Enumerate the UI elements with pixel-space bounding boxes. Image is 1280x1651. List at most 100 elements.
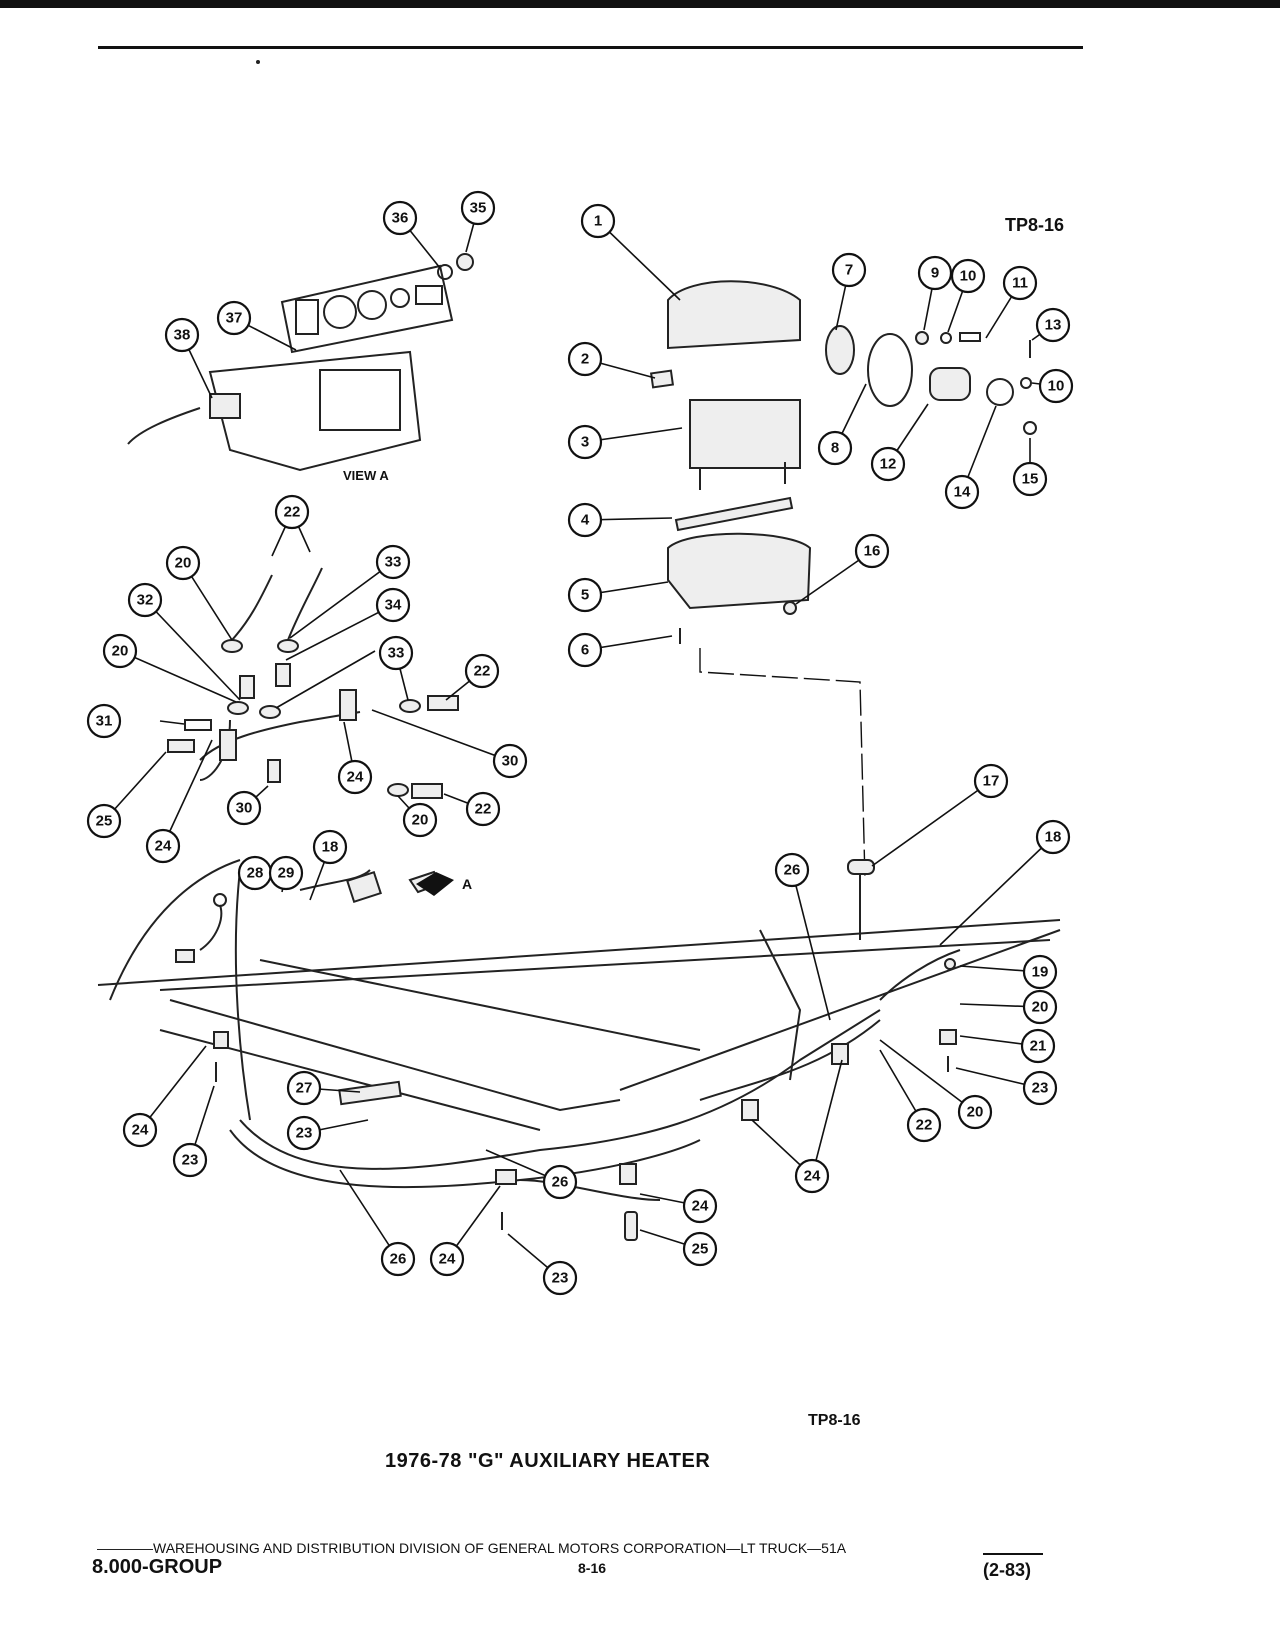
callout-number: 36 (392, 210, 409, 227)
callout-number: 22 (916, 1117, 933, 1134)
callout-number: 24 (692, 1198, 709, 1215)
callout-number: 12 (880, 456, 897, 473)
callout-35: 35 (460, 190, 496, 226)
callout-number: 24 (804, 1168, 821, 1185)
callout-34: 34 (375, 587, 411, 623)
callout-31: 31 (86, 703, 122, 739)
callout-number: 13 (1045, 317, 1062, 334)
callout-number: 18 (322, 839, 339, 856)
footer-dash (983, 1553, 1043, 1555)
callout-21: 21 (1020, 1028, 1056, 1064)
callout-30: 30 (226, 790, 262, 826)
callout-number: 1 (594, 213, 602, 230)
callout-number: 20 (967, 1104, 984, 1121)
callout-number: 37 (226, 310, 243, 327)
callout-27: 27 (286, 1070, 322, 1106)
view-a-arrow-label: A (462, 876, 473, 892)
callout-number: 31 (96, 713, 113, 730)
figure-title: 1976-78 "G" AUXILIARY HEATER (385, 1450, 711, 1472)
callout-29: 29 (268, 855, 304, 891)
callout-number: 26 (390, 1251, 407, 1268)
vehicle-frame-group (97, 859, 1061, 1241)
callout-number: 18 (1045, 829, 1062, 846)
callout-9: 9 (917, 255, 953, 291)
callout-5: 5 (567, 577, 603, 613)
callout-3: 3 (567, 424, 603, 460)
header-rule (98, 46, 1083, 49)
callout-number: 24 (347, 769, 364, 786)
callout-number: 22 (475, 801, 492, 818)
callout-number: 10 (1048, 378, 1065, 395)
group-number: 8.000-GROUP (92, 1556, 223, 1578)
page-number: 8-16 (578, 1560, 607, 1576)
heater-blower-group (649, 280, 1037, 644)
callout-26: 26 (542, 1164, 578, 1200)
callout-18: 18 (312, 829, 348, 865)
callout-22: 22 (464, 653, 500, 689)
callout-number: 3 (581, 434, 589, 451)
callout-38: 38 (164, 317, 200, 353)
callout-7: 7 (831, 252, 867, 288)
callout-number: 20 (175, 555, 192, 572)
callout-1: 1 (580, 203, 616, 239)
callout-number: 5 (581, 587, 589, 604)
callout-11: 11 (1002, 265, 1038, 301)
callout-number: 22 (284, 504, 301, 521)
callout-number: 25 (96, 813, 113, 830)
callout-number: 34 (385, 597, 402, 614)
callout-22: 22 (274, 494, 310, 530)
callout-number: 22 (474, 663, 491, 680)
callout-number: 24 (132, 1122, 149, 1139)
callout-number: 24 (439, 1251, 456, 1268)
callout-20: 20 (165, 545, 201, 581)
callout-24: 24 (794, 1158, 830, 1194)
callout-number: 27 (296, 1080, 313, 1097)
callout-25: 25 (86, 803, 122, 839)
hose-clamp-group (167, 567, 459, 799)
callout-number: 23 (552, 1270, 569, 1287)
callout-26: 26 (774, 852, 810, 888)
callout-20: 20 (957, 1094, 993, 1130)
callout-number: 33 (388, 645, 405, 662)
callout-number: 26 (784, 862, 801, 879)
callout-10: 10 (950, 258, 986, 294)
callout-number: 20 (1032, 999, 1049, 1016)
callout-number: 4 (581, 512, 590, 529)
callout-17: 17 (973, 763, 1009, 799)
callout-number: 7 (845, 262, 853, 279)
callout-14: 14 (944, 474, 980, 510)
callout-16: 16 (854, 533, 890, 569)
view-a-arrow (416, 872, 454, 896)
callout-24: 24 (145, 828, 181, 864)
callout-33: 33 (378, 635, 414, 671)
callout-6: 6 (567, 632, 603, 668)
callout-22: 22 (906, 1107, 942, 1143)
callout-26: 26 (380, 1241, 416, 1277)
callout-24: 24 (429, 1241, 465, 1277)
callout-number: 25 (692, 1241, 709, 1258)
callout-number: 6 (581, 642, 589, 659)
callout-number: 21 (1030, 1038, 1047, 1055)
callout-number: 2 (581, 351, 589, 368)
callout-10: 10 (1038, 368, 1074, 404)
callout-24: 24 (682, 1188, 718, 1224)
callout-number: 11 (1012, 275, 1028, 292)
callout-number: 9 (931, 265, 939, 282)
callout-number: 28 (247, 865, 264, 882)
callout-18: 18 (1035, 819, 1071, 855)
callout-20: 20 (1022, 989, 1058, 1025)
date-code: (2-83) (983, 1560, 1032, 1580)
footer-publisher-line: ————WAREHOUSING AND DISTRIBUTION DIVISIO… (97, 1540, 846, 1556)
callout-number: 8 (831, 440, 839, 457)
callout-number: 20 (412, 812, 429, 829)
callout-20: 20 (102, 633, 138, 669)
callout-2: 2 (567, 341, 603, 377)
callout-number: 32 (137, 592, 154, 609)
footer-publisher-text: WAREHOUSING AND DISTRIBUTION DIVISION OF… (153, 1540, 847, 1556)
top-border (0, 0, 1280, 8)
view-a-dashboard (127, 253, 474, 472)
callout-12: 12 (870, 446, 906, 482)
view-a-label: VIEW A (343, 468, 389, 483)
speck (256, 60, 260, 64)
